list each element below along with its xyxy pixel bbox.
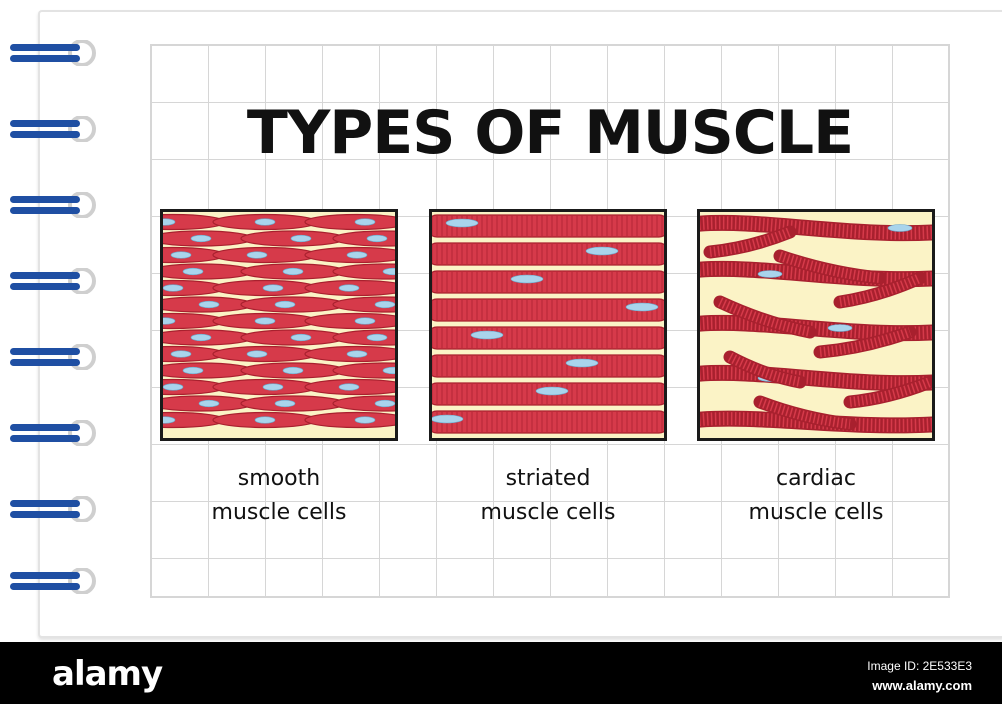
smooth-muscle-cell <box>213 380 317 395</box>
smooth-muscle-cell <box>213 347 317 362</box>
binding-ring-icon <box>8 568 98 594</box>
caption-line: muscle cells <box>429 496 667 530</box>
striated-muscle-caption: striated muscle cells <box>429 462 667 530</box>
smooth-muscle-cell <box>305 314 395 329</box>
smooth-muscle-cell <box>241 396 345 411</box>
cardiac-muscle-panel <box>697 209 935 441</box>
caption-line: muscle cells <box>697 496 935 530</box>
caption-line: striated <box>429 462 667 496</box>
striated-muscle-fiber <box>432 299 664 321</box>
striated-muscle-fiber <box>432 355 664 377</box>
striated-muscle-fiber <box>432 215 664 237</box>
smooth-muscle-cell <box>305 347 395 362</box>
smooth-muscle-cell <box>241 330 345 345</box>
binding-ring-icon <box>8 116 98 142</box>
smooth-muscle-cell <box>305 215 395 230</box>
smooth-muscle-cell <box>213 248 317 263</box>
smooth-muscle-cell <box>213 314 317 329</box>
smooth-muscle-cell <box>241 297 345 312</box>
caption-line: smooth <box>160 462 398 496</box>
smooth-muscle-cell <box>163 363 253 378</box>
binding-ring-icon <box>8 496 98 522</box>
smooth-muscle-panel <box>160 209 398 441</box>
smooth-muscle-cell <box>163 330 253 345</box>
cardiac-muscle-caption: cardiac muscle cells <box>697 462 935 530</box>
striated-muscle-fiber <box>432 243 664 265</box>
smooth-muscle-cell <box>163 231 253 246</box>
smooth-muscle-cell <box>305 248 395 263</box>
smooth-muscle-cell <box>213 281 317 296</box>
striated-muscle-fiber <box>432 271 664 293</box>
smooth-muscle-cell <box>213 215 317 230</box>
binding-ring-icon <box>8 420 98 446</box>
striated-muscle-fiber <box>432 327 664 349</box>
caption-line: muscle cells <box>160 496 398 530</box>
smooth-muscle-cell <box>163 297 253 312</box>
diagram-title: TYPES OF MUSCLE <box>150 98 950 168</box>
smooth-muscle-cell <box>305 281 395 296</box>
smooth-muscle-cell <box>213 413 317 428</box>
smooth-muscle-caption: smooth muscle cells <box>160 462 398 530</box>
smooth-muscle-cell <box>163 396 253 411</box>
caption-line: cardiac <box>697 462 935 496</box>
site-url: www.alamy.com <box>872 678 972 693</box>
binding-ring-icon <box>8 344 98 370</box>
smooth-muscle-illustration <box>163 212 395 438</box>
smooth-muscle-cell <box>305 413 395 428</box>
binding-ring-icon <box>8 40 98 66</box>
striated-muscle-fiber <box>432 411 664 433</box>
striated-muscle-illustration <box>432 212 664 438</box>
striated-muscle-panel <box>429 209 667 441</box>
smooth-muscle-cell <box>241 363 345 378</box>
cardiac-muscle-illustration <box>700 212 932 438</box>
image-id: Image ID: 2E533E3 <box>867 659 972 673</box>
binding-ring-icon <box>8 192 98 218</box>
striated-muscle-fiber <box>432 383 664 405</box>
smooth-muscle-cell <box>305 380 395 395</box>
binding-ring-icon <box>8 268 98 294</box>
smooth-muscle-cell <box>163 264 253 279</box>
smooth-muscle-cell <box>241 264 345 279</box>
brand-logo: alamy <box>52 654 162 694</box>
smooth-muscle-cell <box>241 231 345 246</box>
